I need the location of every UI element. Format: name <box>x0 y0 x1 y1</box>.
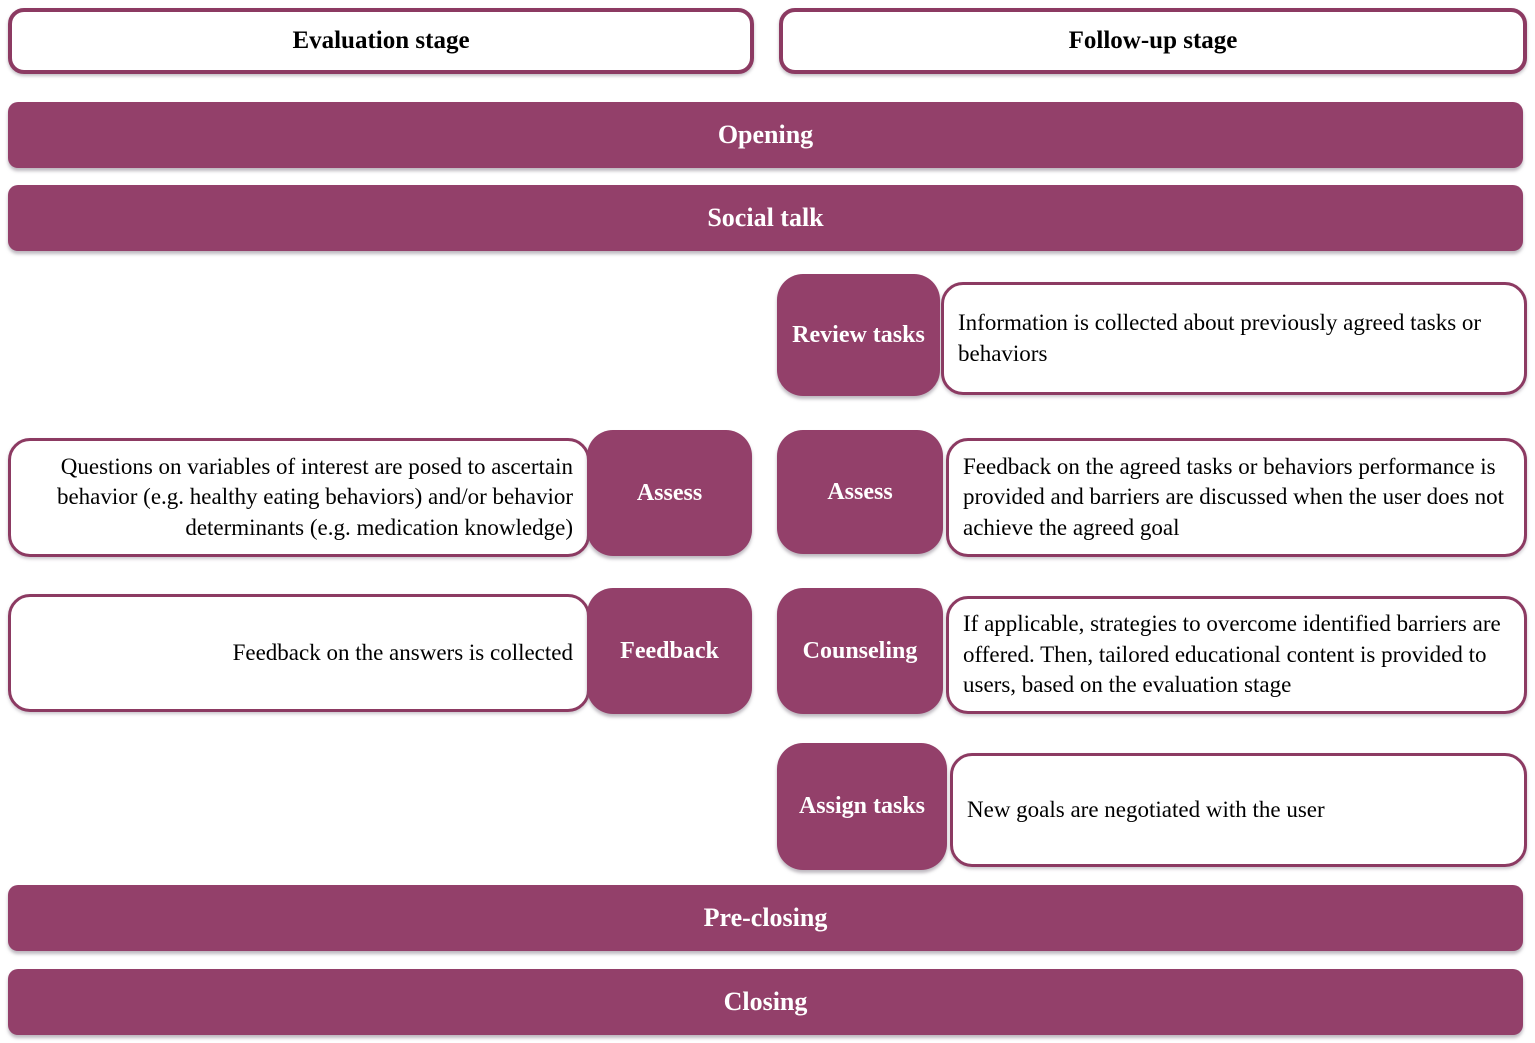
label-assess-evaluation: Assess <box>587 430 752 556</box>
desc-assess-followup: Feedback on the agreed tasks or behavior… <box>946 438 1527 557</box>
bar-social-talk: Social talk <box>8 185 1523 251</box>
desc-counseling-followup: If applicable, strategies to overcome id… <box>946 596 1527 714</box>
label-counseling-followup: Counseling <box>777 588 943 714</box>
desc-feedback-evaluation: Feedback on the answers is collected <box>8 594 590 712</box>
label-assign-tasks: Assign tasks <box>777 743 947 870</box>
bar-pre-closing: Pre-closing <box>8 885 1523 951</box>
label-feedback-evaluation: Feedback <box>587 588 752 714</box>
label-review-tasks: Review tasks <box>777 274 940 396</box>
desc-assign-tasks: New goals are negotiated with the user <box>950 753 1527 867</box>
desc-assess-evaluation: Questions on variables of interest are p… <box>8 438 590 557</box>
bar-closing: Closing <box>8 969 1523 1035</box>
desc-review-tasks: Information is collected about previousl… <box>941 282 1527 395</box>
label-assess-followup: Assess <box>777 430 943 554</box>
header-evaluation-stage: Evaluation stage <box>8 8 754 74</box>
header-followup-stage: Follow-up stage <box>779 8 1527 74</box>
bar-opening: Opening <box>8 102 1523 168</box>
